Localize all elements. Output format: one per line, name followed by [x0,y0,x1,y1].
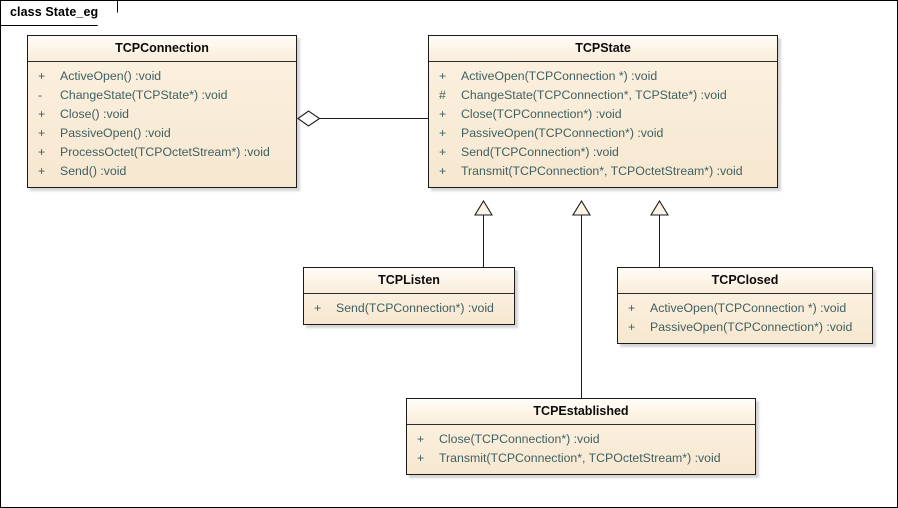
visibility-marker: + [439,69,447,83]
member-signature: ActiveOpen(TCPConnection *) :void [650,301,847,315]
member-row: + ProcessOctet(TCPOctetStream*) :void [28,143,296,162]
member-signature: Send(TCPConnection*) :void [461,145,619,159]
member-row: + Transmit(TCPConnection*, TCPOctetStrea… [429,162,777,181]
class-title-tcpstate: TCPState [429,36,777,62]
member-signature: Send() :void [60,164,127,178]
member-row: + Close() :void [28,105,296,124]
visibility-marker: + [417,451,425,465]
generalization-line-tcpestablished-tcpstate [581,214,582,399]
class-members-tcplisten: + Send(TCPConnection*) :void [304,294,514,324]
member-signature: ChangeState(TCPConnection*, TCPState*) :… [461,88,727,102]
member-row: + PassiveOpen(TCPConnection*) :void [429,124,777,143]
member-signature: ChangeState(TCPState*) :void [60,88,228,102]
member-signature: PassiveOpen() :void [60,126,171,140]
class-box-tcpestablished[interactable]: TCPEstablished + Close(TCPConnection*) :… [406,398,756,475]
class-box-tcpconnection[interactable]: TCPConnection + ActiveOpen() :void - Cha… [27,35,297,188]
frame-title-tab [1,1,118,26]
visibility-marker: # [439,88,446,102]
aggregation-diamond-icon [297,110,321,127]
visibility-marker: + [38,69,46,83]
visibility-marker: + [314,301,322,315]
class-box-tcpstate[interactable]: TCPState + ActiveOpen(TCPConnection *) :… [428,35,778,188]
visibility-marker: + [417,432,425,446]
visibility-marker: + [38,164,46,178]
member-row: + Close(TCPConnection*) :void [407,430,755,449]
frame-title-label: class State_eg [10,5,99,19]
member-row: + PassiveOpen(TCPConnection*) :void [618,318,872,337]
class-members-tcpconnection: + ActiveOpen() :void - ChangeState(TCPSt… [28,62,296,187]
visibility-marker: + [439,126,447,140]
visibility-marker: + [628,320,636,334]
generalization-line-tcplisten-tcpstate [483,214,484,268]
member-signature: PassiveOpen(TCPConnection*) :void [650,320,853,334]
member-signature: Transmit(TCPConnection*, TCPOctetStream*… [461,164,743,178]
class-members-tcpstate: + ActiveOpen(TCPConnection *) :void # Ch… [429,62,777,187]
visibility-marker: + [38,126,46,140]
member-row: + Send(TCPConnection*) :void [304,299,514,318]
member-row: + Close(TCPConnection*) :void [429,105,777,124]
class-title-tcpestablished: TCPEstablished [407,399,755,425]
class-title-tcplisten: TCPListen [304,268,514,294]
member-signature: Close() :void [60,107,130,121]
member-signature: Transmit(TCPConnection*, TCPOctetStream*… [439,451,721,465]
visibility-marker: - [38,88,43,102]
visibility-marker: + [38,145,46,159]
member-row: # ChangeState(TCPConnection*, TCPState*)… [429,86,777,105]
member-row: + ActiveOpen(TCPConnection *) :void [429,67,777,86]
class-box-tcpclosed[interactable]: TCPClosed + ActiveOpen(TCPConnection *) … [617,267,873,344]
visibility-marker: + [439,107,447,121]
member-row: + Send(TCPConnection*) :void [429,143,777,162]
visibility-marker: + [439,164,447,178]
generalization-line-tcpclosed-tcpstate [659,214,660,268]
member-row: + Transmit(TCPConnection*, TCPOctetStrea… [407,449,755,468]
member-signature: ActiveOpen() :void [60,69,162,83]
visibility-marker: + [38,107,46,121]
class-members-tcpestablished: + Close(TCPConnection*) :void + Transmit… [407,425,755,474]
member-signature: Close(TCPConnection*) :void [461,107,622,121]
class-members-tcpclosed: + ActiveOpen(TCPConnection *) :void + Pa… [618,294,872,343]
aggregation-line-tcpconnection-tcpstate [319,118,428,119]
member-row: - ChangeState(TCPState*) :void [28,86,296,105]
member-row: + Send() :void [28,162,296,181]
member-signature: Send(TCPConnection*) :void [336,301,494,315]
class-title-tcpclosed: TCPClosed [618,268,872,294]
member-signature: ProcessOctet(TCPOctetStream*) :void [60,145,270,159]
member-row: + PassiveOpen() :void [28,124,296,143]
class-box-tcplisten[interactable]: TCPListen + Send(TCPConnection*) :void [303,267,515,325]
visibility-marker: + [439,145,447,159]
member-signature: Close(TCPConnection*) :void [439,432,600,446]
member-row: + ActiveOpen(TCPConnection *) :void [618,299,872,318]
class-title-tcpconnection: TCPConnection [28,36,296,62]
member-signature: PassiveOpen(TCPConnection*) :void [461,126,664,140]
member-row: + ActiveOpen() :void [28,67,296,86]
member-signature: ActiveOpen(TCPConnection *) :void [461,69,658,83]
visibility-marker: + [628,301,636,315]
